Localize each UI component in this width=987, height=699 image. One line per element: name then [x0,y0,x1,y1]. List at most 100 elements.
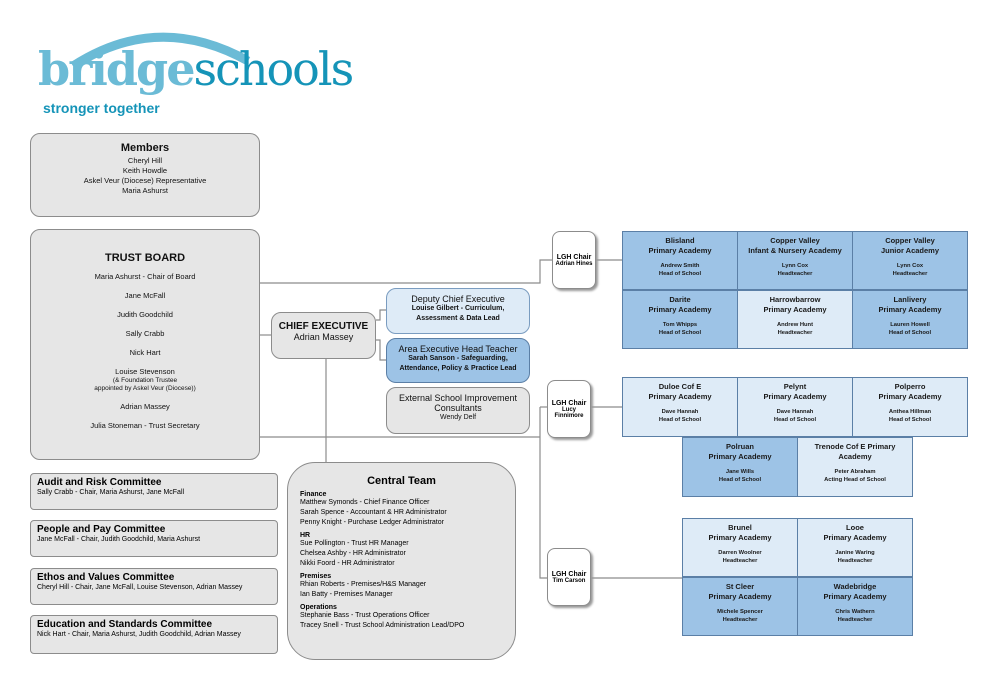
school-role: Headteacher [777,271,813,277]
members-box: Members Cheryl Hill Keith Howdle Askel V… [30,133,260,217]
trustee-name: Jane McFall [124,291,166,300]
school-head: Peter Abraham [834,469,876,475]
school-head: Darren Woolner [718,550,762,556]
lgh-name: Tim Carson [552,577,586,584]
school-n1: Trenode Cof E Primary [814,442,896,451]
school-role: Head of School [718,477,762,483]
deputy-detail: Assessment & Data Lead [416,315,500,322]
school-n2: Infant & Nursery Academy [748,246,842,255]
central-team-member: Penny Knight - Purchase Ledger Administr… [300,519,444,526]
logo-word-schools: schools [193,42,354,96]
school-role: Head of School [658,417,702,423]
school-head: Dave Hannah [776,409,814,415]
school-role: Head of School [773,417,817,423]
committee-members: Cheryl Hill - Chair, Jane McFall, Louise… [37,584,243,591]
lgh-name: Adrian Hines [555,260,593,267]
lgh-label: LGH Chair [556,253,592,261]
trustee-name: Nick Hart [129,348,161,357]
logo-word-bridge: bridge [38,42,195,96]
school-head: Andrew Hunt [776,322,814,328]
deputy-detail: Louise Gilbert - Curriculum, [411,305,505,312]
school-role: Head of School [658,271,702,277]
bridge-schools-logo: bridge schools stronger together [38,26,438,121]
lgh-label: LGH Chair [551,570,587,578]
school-n2: Primary Academy [763,305,827,314]
school-n1: Brunel [728,523,752,532]
school-n1: Polperro [894,382,926,391]
external-title: External School Improvement [398,393,518,403]
logo-tagline: stronger together [43,100,160,116]
school-n2: Junior Academy [880,246,940,255]
deputy-title: Deputy Chief Executive [411,294,505,304]
trust-board-box: TRUST BOARD Maria Ashurst - Chair of Boa… [30,229,260,460]
school-role: Headteacher [892,271,928,277]
central-team-member: Stephanie Bass - Trust Operations Office… [300,612,430,619]
central-team-member: Sue Pollington - Trust HR Manager [300,540,409,547]
school-n1: Duloe Cof E [658,382,702,391]
school-role: Headteacher [837,558,873,564]
trustee-name: Louise Stevenson [115,367,175,376]
central-team-member: Sarah Spence - Accountant & HR Administr… [300,509,447,516]
school-head: Janine Waring [835,550,875,556]
school-n2: Academy [838,452,872,461]
school-n1: Wadebridge [833,582,877,591]
school-n1: Pelynt [783,382,807,391]
central-team-title: Central Team [367,475,436,487]
school-n1: Polruan [726,442,754,451]
school-n1: Harrowbarrow [769,295,821,304]
member-name: Maria Ashurst [122,186,168,195]
school-head: Michele Spencer [717,609,763,615]
school-role: Head of School [658,330,702,336]
school-n2: Primary Academy [648,246,712,255]
school-n1: St Cleer [725,582,755,591]
school-head: Anthea Hillman [888,409,932,415]
trustee-name: Maria Ashurst - Chair of Board [94,272,196,281]
lgh-label: LGH Chair [551,399,587,407]
central-team-section-premises: Premises [300,573,332,580]
school-n1: Lanlivery [893,295,927,304]
school-role: Head of School [888,417,932,423]
school-n1: Blisland [665,236,695,245]
school-n2: Primary Academy [823,592,887,601]
committee-members: Sally Crabb - Chair, Maria Ashurst, Jane… [37,489,185,496]
central-team-section-hr: HR [300,532,311,539]
member-name: Askel Veur (Diocese) Representative [83,176,207,185]
lgh-name: Lucy Finnimore [554,406,584,419]
external-consultants-box: External School Improvement Consultants … [386,387,530,434]
school-role: Headteacher [837,617,873,623]
school-n1: Darite [669,295,691,304]
school-n1: Looe [846,523,864,532]
school-head: Dave Hannah [661,409,699,415]
school-n2: Primary Academy [708,452,772,461]
member-name: Cheryl Hill [127,156,163,165]
central-team-member: Matthew Symonds - Chief Finance Officer [300,499,430,506]
chief-executive-box: CHIEF EXECUTIVE Adrian Massey [271,312,376,359]
school-n1: Copper Valley [885,236,935,245]
trust-board-title: TRUST BOARD [104,252,186,264]
school-n1: Copper Valley [770,236,820,245]
committee-title: Ethos and Values Committee [37,572,175,583]
trustee-note: appointed by Askel Veur (Diocese)) [94,385,196,392]
central-team-member: Rhian Roberts - Premises/H&S Manager [300,581,427,588]
school-n2: Primary Academy [763,392,827,401]
committee-members: Nick Hart - Chair, Maria Ashurst, Judith… [37,631,241,638]
school-head: Jane Wills [725,469,755,475]
central-team-member: Nikki Foord - HR Administrator [300,560,395,567]
